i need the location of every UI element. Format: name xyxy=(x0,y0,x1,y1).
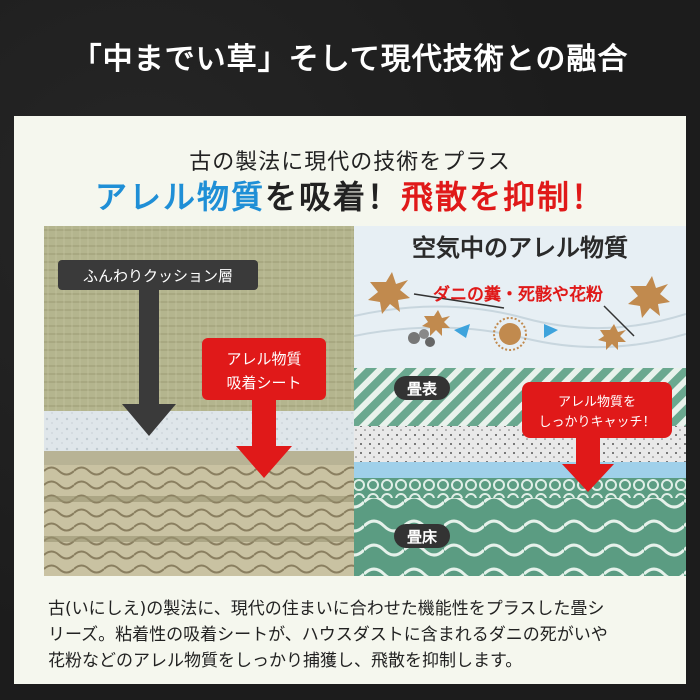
headline: 「中までい草」そして現代技術との融合 xyxy=(71,42,629,77)
description-line: リーズ。粘着性の吸着シートが、ハウスダストに含まれるダニの死がいや xyxy=(48,625,608,645)
floor-tag xyxy=(394,524,450,548)
description: 古(いにしえ)の製法に、現代の住まいに合わせた機能性をプラスした畳シ リーズ。粘… xyxy=(48,596,688,674)
surface-tag xyxy=(394,376,450,400)
sheet-label-line2: 吸着シート xyxy=(226,374,301,392)
title-adsorb: を吸着！ xyxy=(264,178,401,216)
sheet-label-line1: アレル物質 xyxy=(226,350,301,368)
sheet-arrow xyxy=(236,400,292,478)
cushion-arrow xyxy=(122,290,176,436)
description-line: 古(いにしえ)の製法に、現代の住まいに合わせた機能性をプラスした畳シ xyxy=(48,599,605,619)
description-line: 花粉などのアレル物質をしっかり捕獲し、飛散を抑制します。 xyxy=(48,651,523,671)
sheet-label-box xyxy=(202,338,326,400)
allergen-particles xyxy=(368,272,670,351)
surface-label: 畳表 xyxy=(407,380,438,398)
panel-title: アレル物質を吸着！飛散を抑制！ xyxy=(14,172,686,218)
title-suppress: 飛散を抑制！ xyxy=(401,178,606,216)
cushion-label-box xyxy=(58,260,258,290)
catch-label-line2: しっかりキャッチ！ xyxy=(538,415,655,430)
catch-arrow xyxy=(562,438,614,492)
cushion-label: ふんわりクッション層 xyxy=(83,267,233,285)
mites-label: ダニの糞・死骸や花粉 xyxy=(433,284,603,305)
tatami-illustration: ふんわりクッション層 アレル物質 吸着シート 空気中のアレル物質 xyxy=(44,226,686,576)
title-allergen: アレル物質 xyxy=(94,178,265,216)
catch-label-box xyxy=(522,382,672,438)
floor-label: 畳床 xyxy=(407,528,438,546)
panel-subtitle: 古の製法に現代の技術をプラス xyxy=(189,150,511,175)
air-title: 空気中のアレル物質 xyxy=(412,234,628,262)
info-panel: 古の製法に現代の技術をプラス アレル物質を吸着！飛散を抑制！ xyxy=(14,116,686,684)
catch-label-line1: アレル物質を xyxy=(558,395,636,410)
